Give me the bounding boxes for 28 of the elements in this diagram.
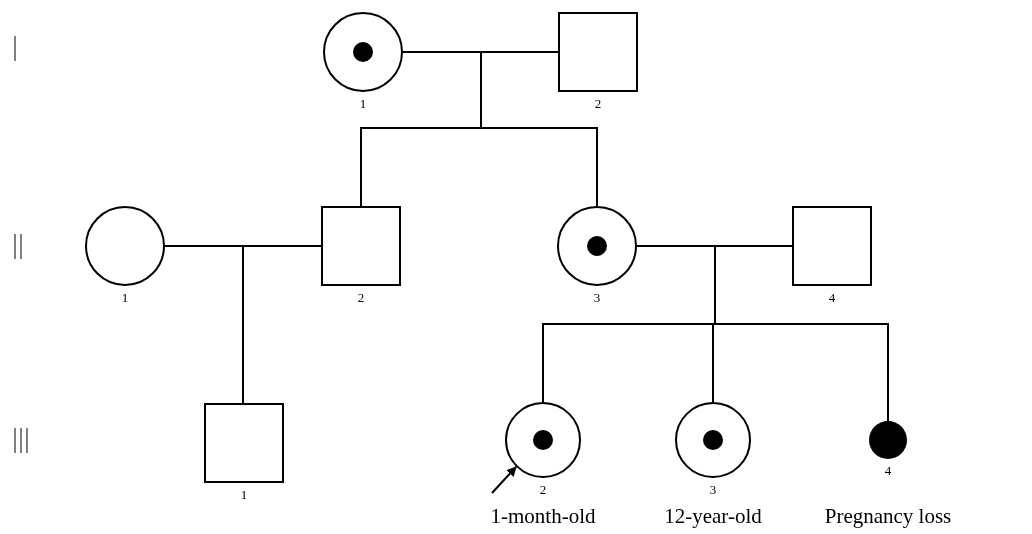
individual-number: 3	[709, 483, 717, 496]
individual-number: 4	[828, 291, 836, 304]
carrier-dot	[353, 42, 373, 62]
proband-arrow	[491, 466, 517, 494]
individual-number: 1	[359, 97, 367, 110]
male-square	[558, 12, 638, 92]
carrier-dot	[587, 236, 607, 256]
male-square	[321, 206, 401, 286]
individual-note: 1-month-old	[490, 506, 596, 527]
individual-note: Pregnancy loss	[824, 506, 952, 527]
individual-note: 12-year-old	[664, 506, 762, 527]
generation-label: I	[12, 32, 18, 66]
filled-dot	[869, 421, 907, 459]
individual-number: 2	[539, 483, 547, 496]
male-square	[792, 206, 872, 286]
generation-label: II	[12, 230, 25, 264]
carrier-dot	[703, 430, 723, 450]
generation-label: III	[12, 424, 31, 458]
pedigree-line	[164, 245, 244, 404]
individual-number: 1	[240, 488, 248, 501]
individual-number: 2	[594, 97, 602, 110]
male-square	[204, 403, 284, 483]
pedigree-line	[402, 51, 598, 207]
carrier-dot	[533, 430, 553, 450]
individual-number: 2	[357, 291, 365, 304]
individual-number: 4	[884, 464, 892, 477]
individual-number: 1	[121, 291, 129, 304]
individual-number: 3	[593, 291, 601, 304]
